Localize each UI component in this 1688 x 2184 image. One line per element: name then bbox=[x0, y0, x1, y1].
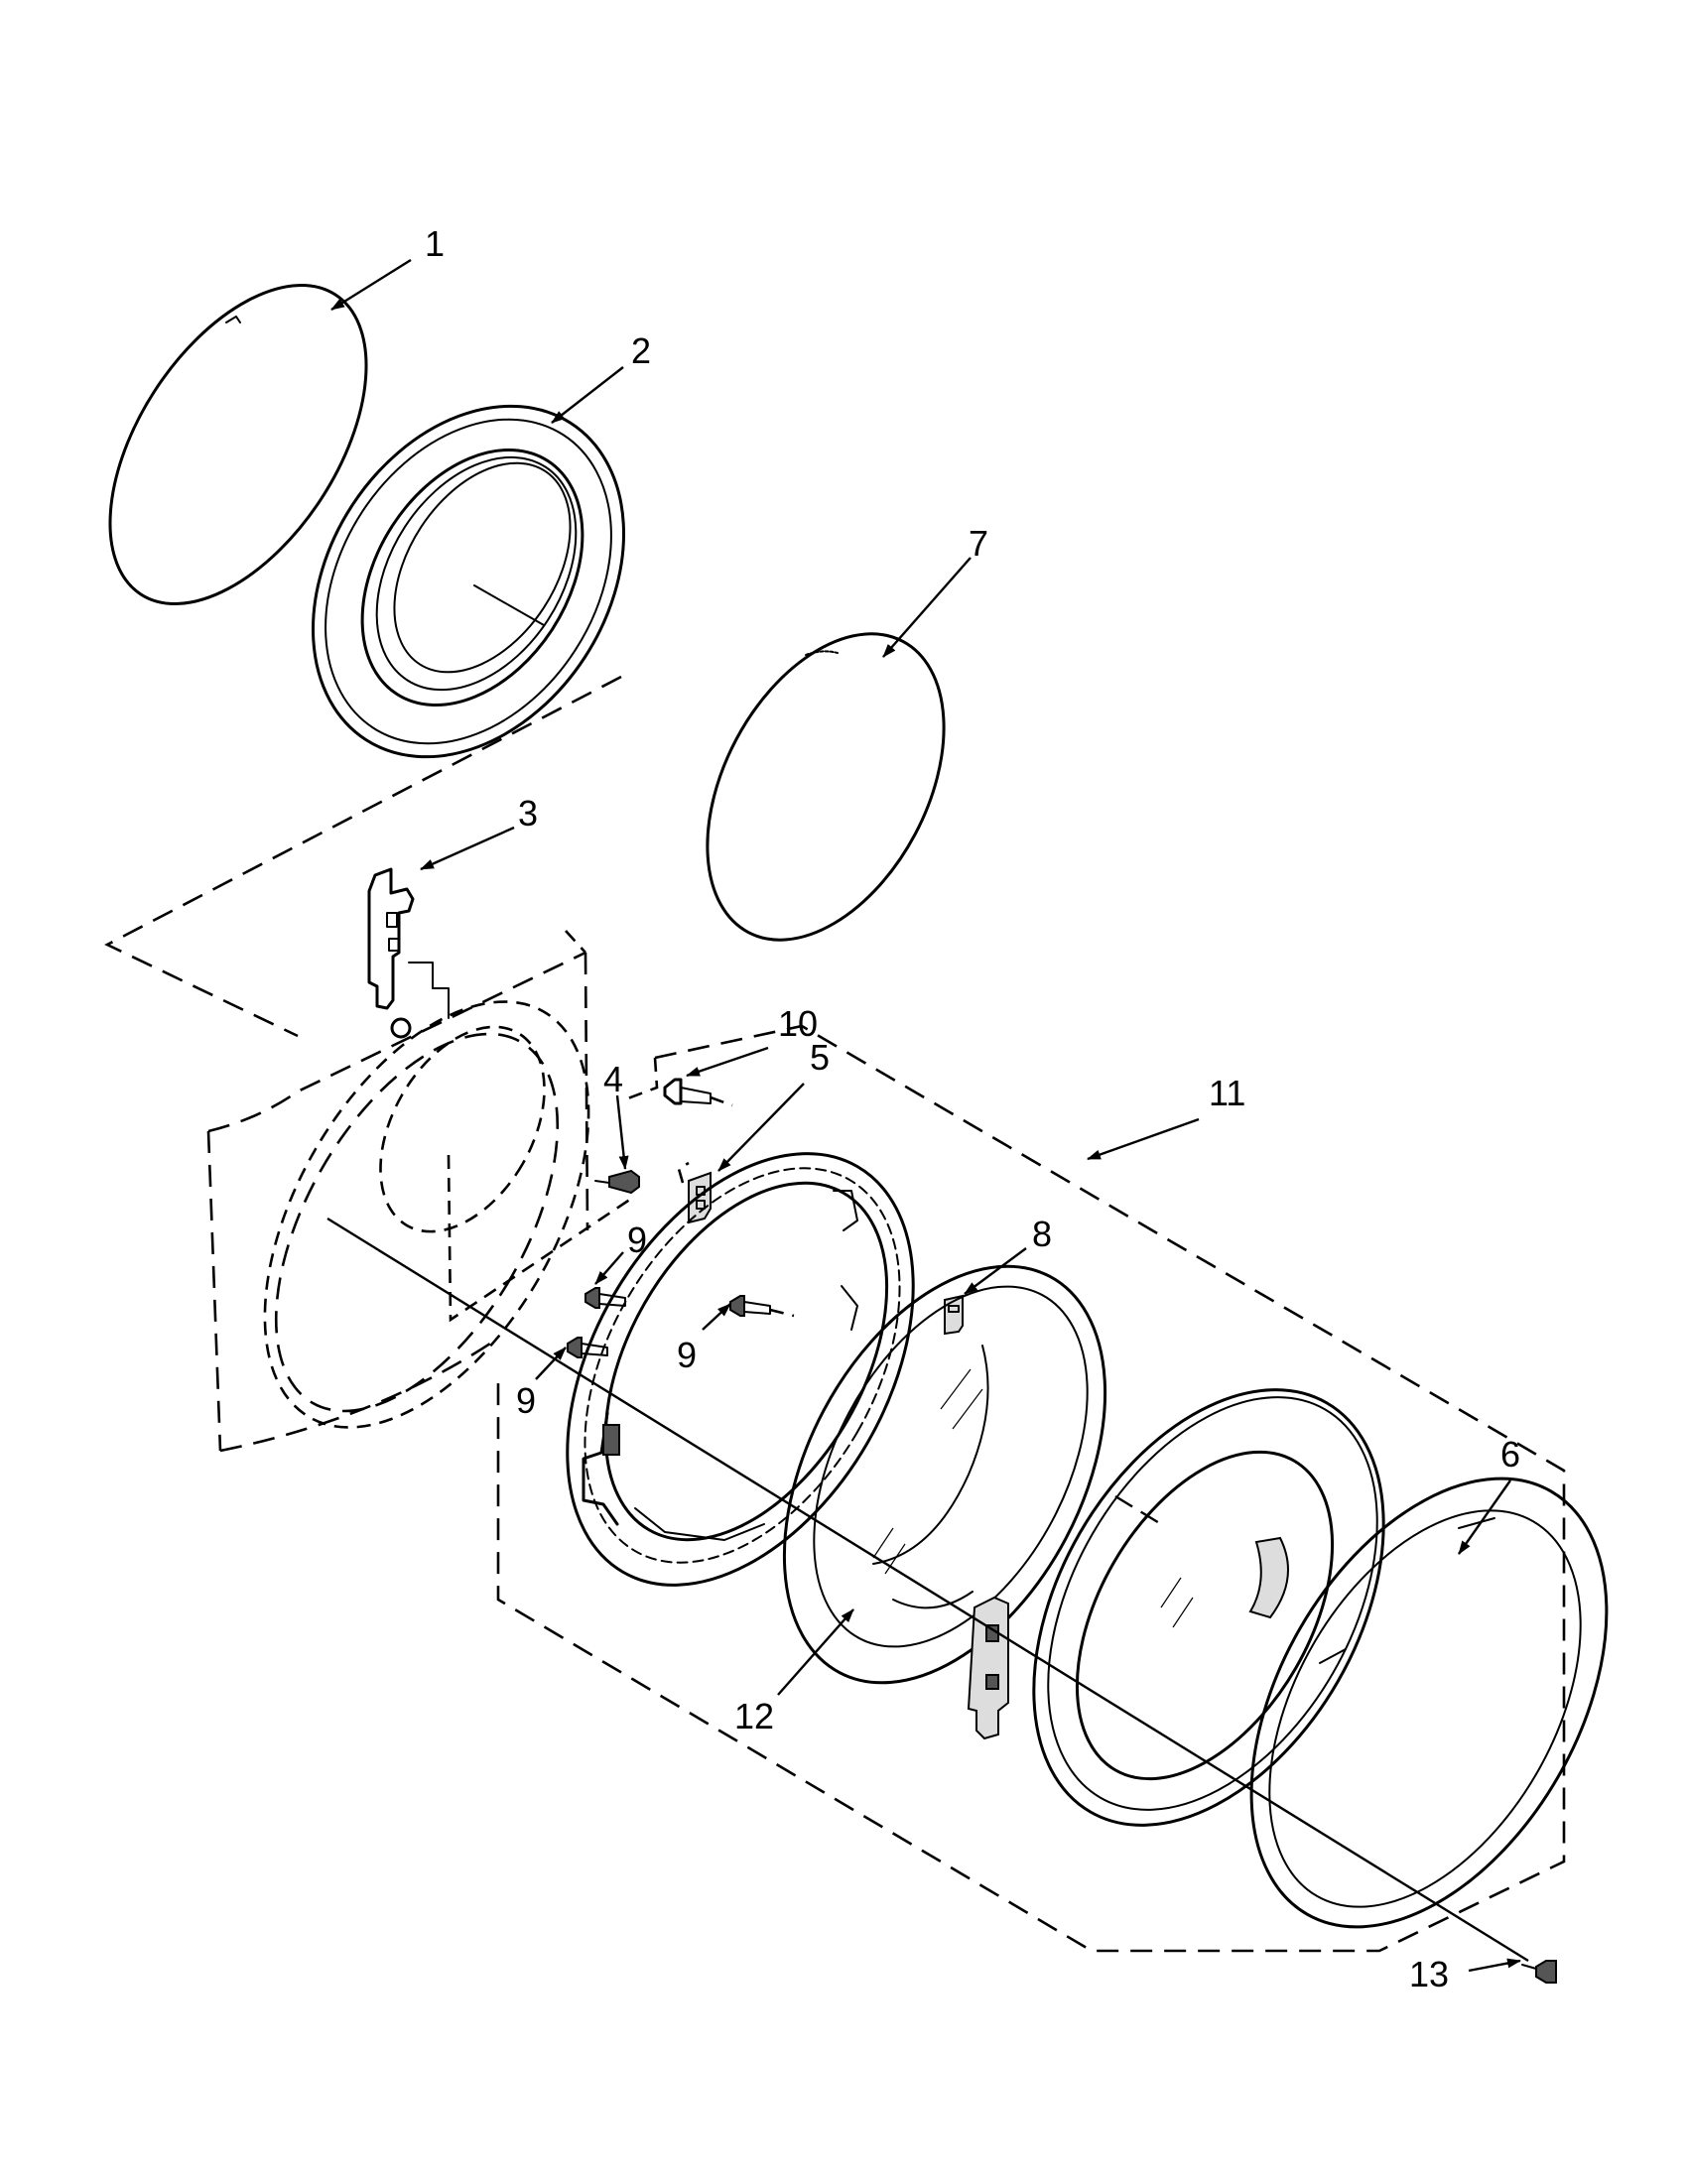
callout-6: 6 bbox=[1500, 1434, 1520, 1475]
callout-12: 12 bbox=[734, 1696, 774, 1736]
center-axis-line bbox=[326, 1217, 1529, 1963]
leader-arrows bbox=[330, 258, 1521, 1973]
part-1-seal-ring bbox=[108, 284, 368, 605]
part-13-screw bbox=[1521, 1960, 1557, 1984]
part-12-inner-glass bbox=[782, 1264, 1107, 1685]
part-6-outer-trim bbox=[1249, 1477, 1609, 1929]
callout-9-middle: 9 bbox=[677, 1335, 697, 1375]
callout-1: 1 bbox=[425, 223, 445, 264]
callout-9-lower: 9 bbox=[516, 1380, 536, 1421]
part-2-door-boot bbox=[311, 404, 626, 759]
callout-3: 3 bbox=[518, 793, 538, 834]
callout-7: 7 bbox=[969, 523, 988, 564]
part-7-glass-seal bbox=[706, 632, 946, 942]
callout-labels: 1 2 3 4 5 6 7 8 9 9 9 10 11 12 13 bbox=[425, 223, 1520, 1994]
part-4-screw bbox=[594, 1169, 640, 1195]
callout-13: 13 bbox=[1409, 1954, 1449, 1994]
inner-door-frame bbox=[566, 1152, 915, 1587]
part-5-strike bbox=[677, 1161, 712, 1224]
part-10-screw bbox=[663, 1078, 733, 1107]
callout-10: 10 bbox=[778, 1003, 818, 1044]
callout-5: 5 bbox=[810, 1037, 830, 1078]
part-9-screws bbox=[567, 1287, 795, 1358]
callout-8: 8 bbox=[1032, 1214, 1052, 1254]
callout-2: 2 bbox=[631, 330, 651, 371]
part-11-door-assembly-outline bbox=[496, 1024, 1566, 1953]
callout-9-upper: 9 bbox=[627, 1220, 647, 1260]
callout-11: 11 bbox=[1209, 1073, 1245, 1113]
outer-door-ring bbox=[1032, 1388, 1385, 1827]
cabinet-front-outline bbox=[104, 675, 632, 1453]
callout-4: 4 bbox=[603, 1059, 623, 1099]
part-3-hinge bbox=[367, 867, 450, 1039]
part-8-clip bbox=[944, 1294, 964, 1336]
